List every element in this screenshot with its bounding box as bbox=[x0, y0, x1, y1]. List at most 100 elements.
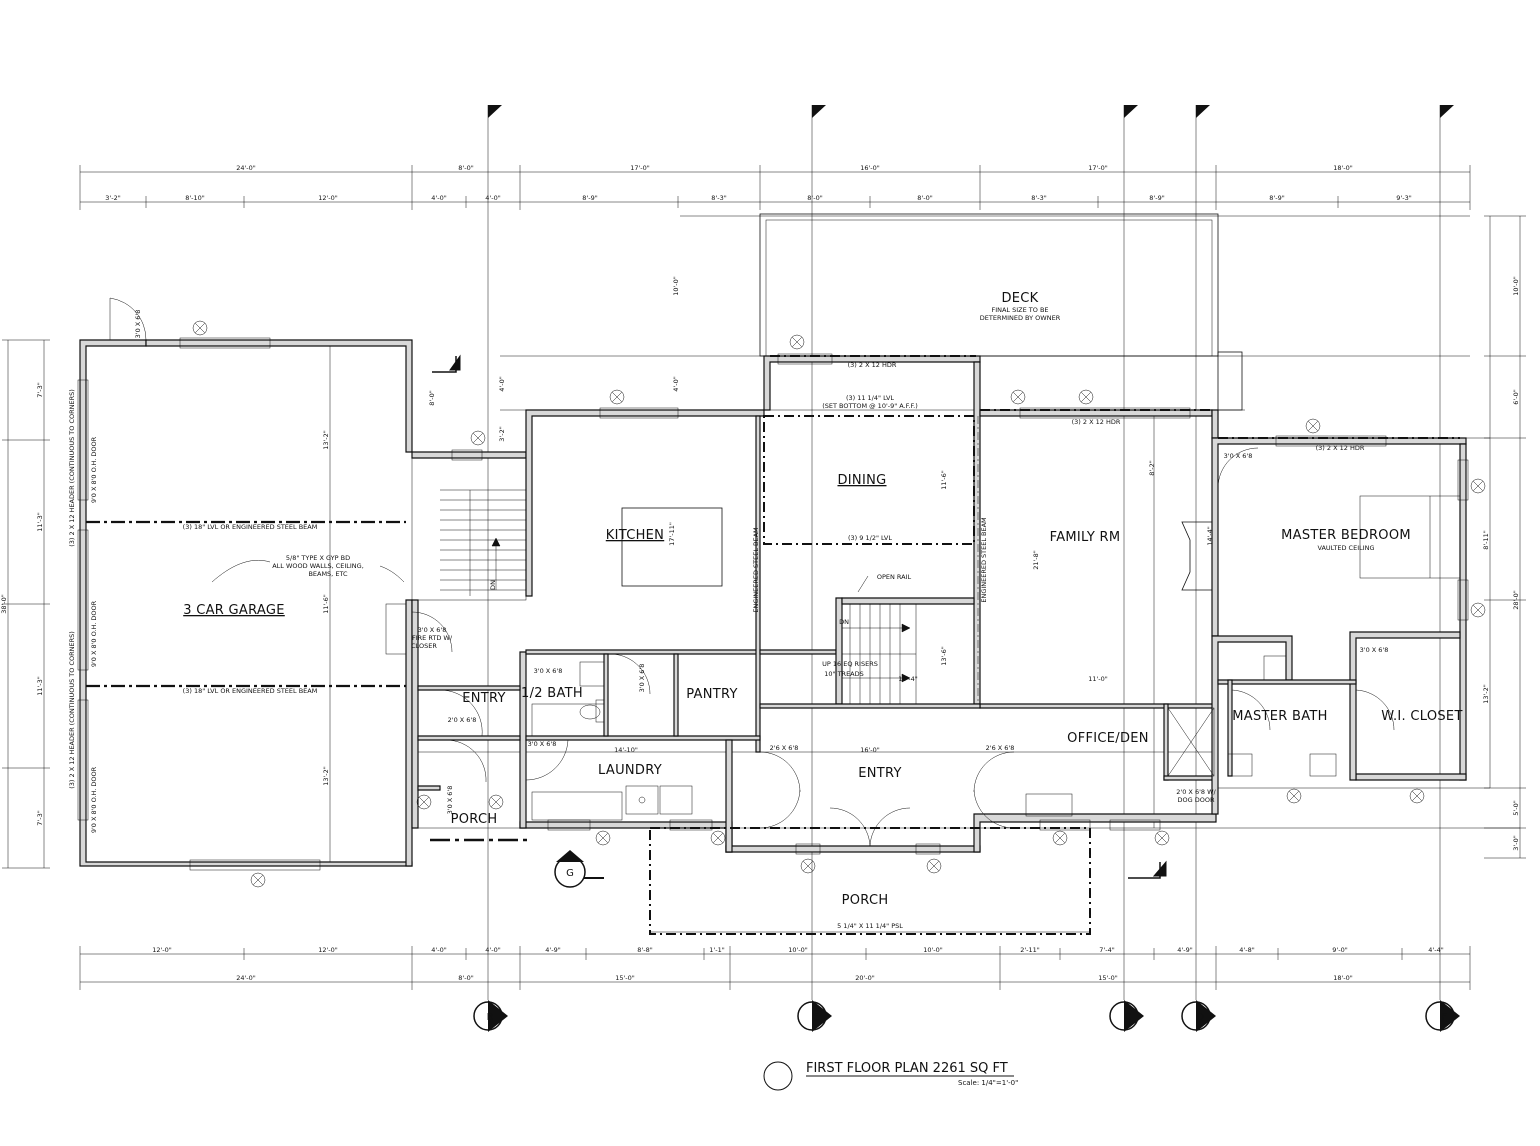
svg-text:38'-0": 38'-0" bbox=[0, 594, 8, 614]
svg-text:9'0 X 8'0 O.H. DOOR: 9'0 X 8'0 O.H. DOOR bbox=[90, 436, 98, 503]
svg-text:8'-0": 8'-0" bbox=[917, 194, 932, 202]
svg-text:C: C bbox=[1125, 1012, 1132, 1023]
svg-text:3'-2": 3'-2" bbox=[105, 194, 120, 202]
room-entry-main: ENTRY bbox=[858, 766, 902, 781]
svg-text:CLOSER: CLOSER bbox=[411, 642, 437, 650]
svg-text:FINAL SIZE TO BE: FINAL SIZE TO BE bbox=[991, 306, 1048, 314]
door-swings bbox=[109, 297, 1395, 847]
svg-text:8'-0": 8'-0" bbox=[458, 974, 473, 982]
svg-text:DN: DN bbox=[839, 618, 849, 626]
exterior-outlet-icons bbox=[192, 320, 1486, 888]
svg-text:8'-2": 8'-2" bbox=[1148, 460, 1156, 475]
room-master-bath: MASTER BATH bbox=[1232, 709, 1328, 724]
room-laundry: LAUNDRY bbox=[598, 763, 662, 778]
svg-text:ENGINEERED STEEL BEAM: ENGINEERED STEEL BEAM bbox=[980, 517, 988, 602]
svg-text:4'-0": 4'-0" bbox=[431, 946, 446, 954]
svg-text:9'0 X 8'0 O.H. DOOR: 9'0 X 8'0 O.H. DOOR bbox=[90, 766, 98, 833]
svg-text:13'-2": 13'-2" bbox=[322, 430, 330, 450]
interior-walls bbox=[417, 415, 1461, 853]
svg-text:(3) 2 X 12 HEADER (CONTINUOUS: (3) 2 X 12 HEADER (CONTINUOUS TO CORNERS… bbox=[68, 389, 76, 547]
svg-text:10'-0": 10'-0" bbox=[923, 946, 943, 954]
dims-bottom-detail: 12'-0" 12'-0" 4'-0" 4'-0" 4'-9" 8'-8" 1'… bbox=[152, 946, 1443, 954]
room-family: FAMILY RM bbox=[1050, 530, 1121, 545]
svg-text:8'-8": 8'-8" bbox=[637, 946, 652, 954]
svg-text:10'-4": 10'-4" bbox=[898, 675, 918, 683]
svg-text:4'-0": 4'-0" bbox=[431, 194, 446, 202]
svg-text:4'-9": 4'-9" bbox=[545, 946, 560, 954]
svg-text:13'-2": 13'-2" bbox=[1482, 684, 1490, 704]
plan-scale: Scale: 1/4"=1'-0" bbox=[958, 1079, 1018, 1087]
svg-text:3'0 X 6'8: 3'0 X 6'8 bbox=[134, 310, 142, 339]
svg-text:12'-0": 12'-0" bbox=[318, 194, 338, 202]
dims-top-overall: 24'-0" 8'-0" 17'-0" 16'-0" 17'-0" 18'-0" bbox=[236, 164, 1353, 172]
svg-text:8'-9": 8'-9" bbox=[1149, 194, 1164, 202]
svg-text:11'-0": 11'-0" bbox=[1088, 675, 1108, 683]
dims-bottom-overall: 24'-0" 8'-0" 15'-0" 20'-0" 15'-0" 18'-0" bbox=[236, 974, 1353, 982]
svg-text:(3) 2 X 12 HDR: (3) 2 X 12 HDR bbox=[1316, 444, 1365, 452]
room-dining: DINING bbox=[837, 473, 886, 488]
svg-text:8'-9": 8'-9" bbox=[1269, 194, 1284, 202]
svg-text:11'-6": 11'-6" bbox=[940, 470, 948, 490]
svg-text:8'-3": 8'-3" bbox=[1031, 194, 1046, 202]
svg-text:24'-0": 24'-0" bbox=[236, 164, 256, 172]
svg-text:10" TREADS: 10" TREADS bbox=[824, 670, 864, 678]
room-wi-closet: W.I. CLOSET bbox=[1381, 709, 1462, 724]
svg-text:4'-0": 4'-0" bbox=[672, 376, 680, 391]
svg-text:DN: DN bbox=[489, 580, 497, 590]
room-entry-side: ENTRY bbox=[462, 691, 506, 706]
svg-text:11'-6": 11'-6" bbox=[322, 594, 330, 614]
svg-text:9'-0": 9'-0" bbox=[1332, 946, 1347, 954]
room-garage: 3 CAR GARAGE bbox=[183, 603, 285, 618]
svg-text:13'-6": 13'-6" bbox=[940, 646, 948, 666]
svg-text:2'6 X 6'8: 2'6 X 6'8 bbox=[770, 744, 799, 752]
svg-text:E: E bbox=[813, 1012, 819, 1023]
construction-notes: (3) 18" LVL OR ENGINEERED STEEL BEAM (3)… bbox=[68, 361, 1365, 930]
svg-text:(3) 2 X 12 HDR: (3) 2 X 12 HDR bbox=[1072, 418, 1121, 426]
plan-title: FIRST FLOOR PLAN 2261 SQ FT bbox=[806, 1061, 1008, 1076]
svg-text:8'-10": 8'-10" bbox=[185, 194, 205, 202]
svg-text:(3) 2 X 12 HDR: (3) 2 X 12 HDR bbox=[848, 361, 897, 369]
svg-text:2'-11": 2'-11" bbox=[1020, 946, 1040, 954]
grid-bubble-b: B bbox=[473, 1000, 508, 1032]
beams bbox=[86, 355, 1460, 752]
grid-bubbles: B E C D F bbox=[473, 1000, 1460, 1032]
kitchen-island bbox=[621, 507, 723, 587]
svg-text:OPEN RAIL: OPEN RAIL bbox=[877, 573, 912, 581]
grid-bubble-d: D bbox=[1181, 1000, 1216, 1032]
windows bbox=[77, 337, 1469, 871]
svg-text:(3) 2 X 12 HEADER (CONTINUOUS: (3) 2 X 12 HEADER (CONTINUOUS TO CORNERS… bbox=[68, 631, 76, 789]
svg-text:8'-0": 8'-0" bbox=[458, 164, 473, 172]
svg-text:17'-11": 17'-11" bbox=[668, 522, 676, 546]
svg-text:BEAMS, ETC: BEAMS, ETC bbox=[308, 570, 348, 578]
svg-text:7'-3": 7'-3" bbox=[36, 382, 44, 397]
svg-text:ALL WOOD WALLS, CEILING,: ALL WOOD WALLS, CEILING, bbox=[272, 562, 364, 570]
svg-text:8'-11": 8'-11" bbox=[1482, 530, 1490, 550]
svg-text:9'-3": 9'-3" bbox=[1396, 194, 1411, 202]
svg-text:DETERMINED BY OWNER: DETERMINED BY OWNER bbox=[980, 314, 1061, 322]
svg-text:FIRE RTD W/: FIRE RTD W/ bbox=[412, 634, 453, 642]
stair-center bbox=[841, 603, 917, 705]
svg-text:10'-0": 10'-0" bbox=[672, 276, 680, 296]
svg-text:18'-0": 18'-0" bbox=[1333, 974, 1353, 982]
svg-text:2'0 X 6'8 W/: 2'0 X 6'8 W/ bbox=[1176, 788, 1216, 796]
svg-text:4'-0": 4'-0" bbox=[485, 194, 500, 202]
room-porch-side: PORCH bbox=[451, 812, 498, 827]
svg-text:B: B bbox=[487, 1012, 494, 1023]
svg-text:ENGINEERED STEEL BEAM: ENGINEERED STEEL BEAM bbox=[752, 527, 760, 612]
svg-text:(3) 18" LVL OR ENGINEERED STEE: (3) 18" LVL OR ENGINEERED STEEL BEAM bbox=[183, 523, 318, 531]
svg-text:28'-0": 28'-0" bbox=[1512, 590, 1520, 610]
svg-text:2'0 X 6'8: 2'0 X 6'8 bbox=[448, 716, 477, 724]
svg-text:7'-4": 7'-4" bbox=[1099, 946, 1114, 954]
svg-text:4'-0": 4'-0" bbox=[485, 946, 500, 954]
svg-text:5/8" TYPE X GYP BD: 5/8" TYPE X GYP BD bbox=[286, 554, 350, 562]
svg-text:3'0 X 6'8: 3'0 X 6'8 bbox=[446, 786, 454, 815]
svg-text:10'-0": 10'-0" bbox=[1512, 276, 1520, 296]
svg-text:2'6 X 6'8: 2'6 X 6'8 bbox=[986, 744, 1015, 752]
svg-text:15'-0": 15'-0" bbox=[615, 974, 635, 982]
svg-text:7'-3": 7'-3" bbox=[36, 810, 44, 825]
svg-text:11'-3": 11'-3" bbox=[36, 512, 44, 532]
interior-dims: 13'-2" 11'-6" 13'-2" 8'-0" 3'-2" 4'-0" 1… bbox=[322, 276, 1214, 786]
porch-front bbox=[649, 827, 1091, 935]
svg-text:8'-3": 8'-3" bbox=[711, 194, 726, 202]
svg-text:21'-8": 21'-8" bbox=[1032, 550, 1040, 570]
